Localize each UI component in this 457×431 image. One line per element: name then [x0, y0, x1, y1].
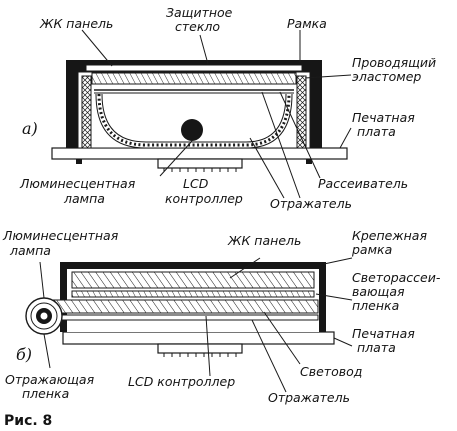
lcd-controller-pins-a: [163, 168, 237, 172]
panel-b: [25, 257, 353, 393]
label-pcb-b-1: Печатная: [352, 326, 415, 341]
label-reflective-film-b-1: Отражающая: [5, 372, 95, 387]
pcb-a-leg-right: [306, 159, 312, 164]
panel-b-letter: б): [16, 345, 32, 364]
lcd-panel-b: [71, 271, 315, 289]
label-reflector-a: Отражатель: [270, 196, 352, 211]
label-protective-glass-a-1: Защитное: [166, 5, 233, 20]
pcb-b: [62, 331, 335, 345]
lamp-a: [181, 119, 203, 141]
elastomer-right-a: [296, 75, 307, 149]
diffuser-film-b: [71, 290, 315, 298]
panel-a: [51, 29, 352, 199]
label-pcb-a-1: Печатная: [352, 110, 415, 125]
label-controller-a-1: LCD: [183, 176, 209, 191]
label-diffuser-a: Рассеиватель: [318, 176, 408, 191]
lcd-panel-a: [91, 72, 297, 85]
label-reflector-b: Отражатель: [268, 390, 350, 405]
label-reflective-film-b-2: пленка: [22, 386, 69, 401]
reflector-a: [101, 93, 287, 143]
figure-caption: Рис. 8: [4, 413, 52, 429]
label-protective-glass-a-2: стекло: [175, 19, 220, 34]
label-frame-a: Рамка: [287, 16, 327, 31]
label-lamp-a-2: лампа: [63, 191, 105, 206]
label-mount-frame-b-2: рамка: [351, 242, 392, 257]
label-controller-a-2: контроллер: [165, 191, 243, 206]
label-lamp-a-1: Люминесцентная: [19, 176, 136, 191]
label-lamp-b-2: лампа: [9, 243, 51, 258]
label-pcb-a-2: плата: [357, 124, 396, 139]
label-diffuser-film-b-1: Светорассеи-: [352, 270, 441, 285]
reflector-b: [47, 314, 319, 321]
elastomer-left-a: [81, 75, 92, 149]
lcd-controller-chip-b: [157, 343, 243, 354]
protective-glass-a: [85, 64, 303, 72]
lightguide-b: [47, 299, 319, 314]
pcb-a-leg-left: [76, 159, 82, 164]
pcb-a: [51, 147, 348, 160]
label-lightguide-b: Световод: [300, 364, 362, 379]
label-controller-b: LCD контроллер: [128, 374, 235, 389]
lcd-controller-chip-a: [157, 158, 243, 169]
lcd-controller-pins-b: [163, 353, 237, 357]
label-lcd-panel-b: ЖК панель: [227, 233, 301, 248]
label-mount-frame-b-1: Крепежная: [352, 228, 427, 243]
panel-a-letter: а): [22, 119, 38, 138]
label-elastomer-a-1: Проводящий: [352, 55, 436, 70]
label-elastomer-a-2: эластомер: [352, 69, 421, 84]
label-lamp-b-1: Люминесцентная: [2, 228, 119, 243]
label-lcd-panel-a: ЖК панель: [39, 16, 113, 31]
label-pcb-b-2: плата: [357, 340, 396, 355]
label-diffuser-film-b-2: вающая: [352, 284, 405, 299]
label-diffuser-film-b-3: пленка: [352, 298, 399, 313]
